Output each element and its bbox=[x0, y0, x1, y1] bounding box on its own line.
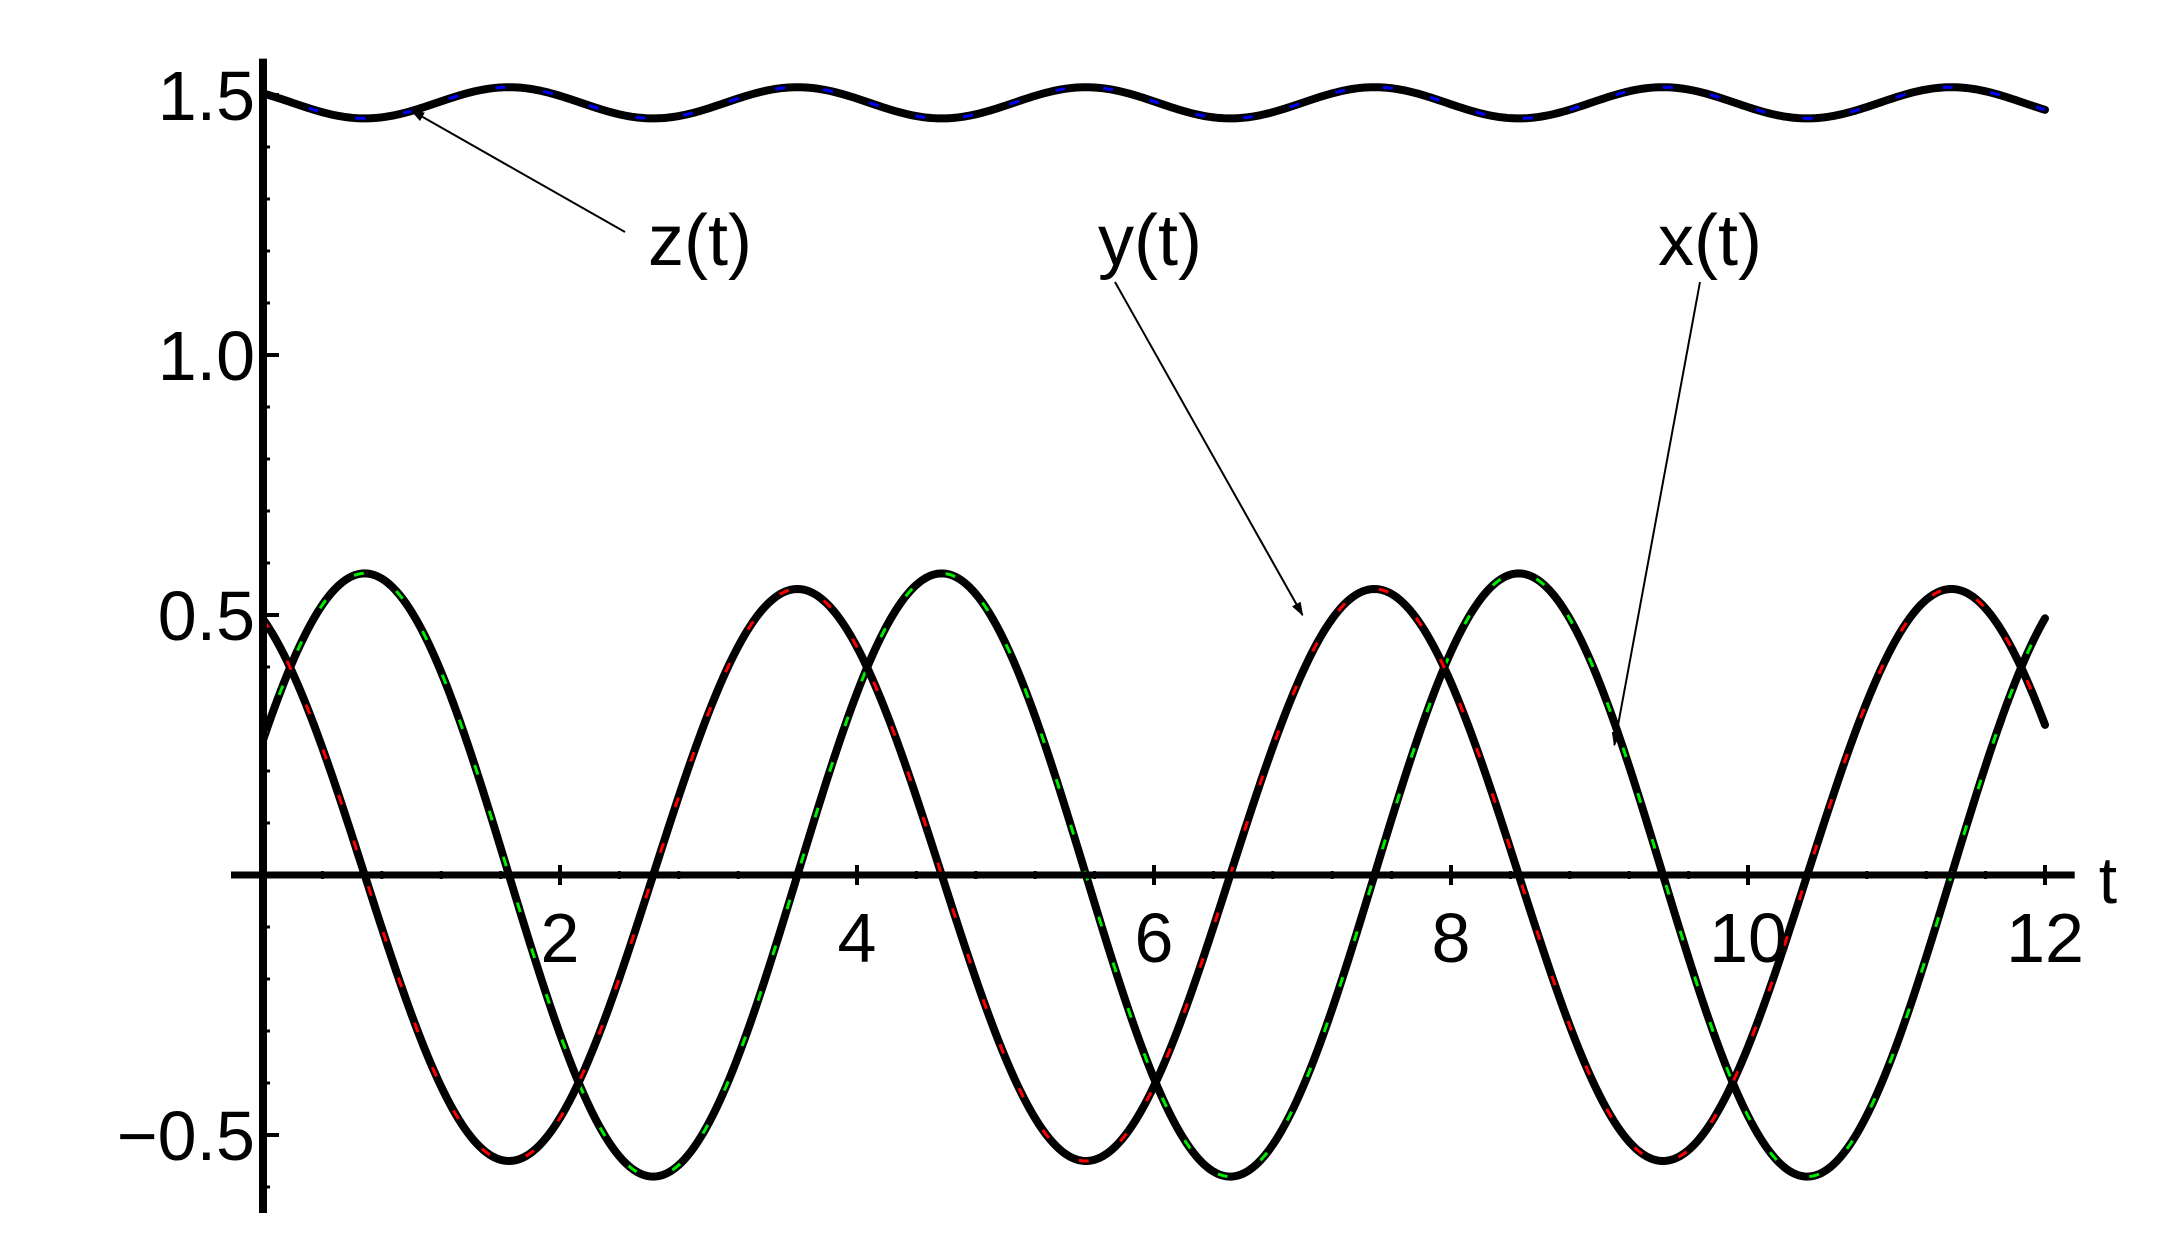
x-tick-label: 4 bbox=[838, 899, 877, 977]
annotation-label: x(t) bbox=[1658, 201, 1762, 281]
series-dash-xt bbox=[261, 571, 2047, 1179]
x-axis-title: t bbox=[2099, 843, 2117, 917]
y-tick-label: 1.5 bbox=[158, 57, 255, 135]
annotation-layer: z(t) y(t) x(t) bbox=[410, 109, 1762, 747]
x-tick-label: 8 bbox=[1432, 899, 1471, 977]
annotation-label: z(t) bbox=[648, 201, 752, 281]
tick-label-layer: 2 4 6 8 10 12t −0.5 0.5 1.0 1.5 bbox=[117, 57, 2117, 1175]
series-layer bbox=[259, 83, 2049, 1181]
y-tick-label: 0.5 bbox=[158, 577, 255, 655]
x-tick-label: 10 bbox=[1709, 899, 1787, 977]
x-tick-label: 2 bbox=[541, 899, 580, 977]
x-tick-label: 6 bbox=[1135, 899, 1174, 977]
annotation-arrow bbox=[1611, 281, 1701, 747]
annotation-label: y(t) bbox=[1098, 201, 1202, 281]
annotation-arrow bbox=[1114, 281, 1304, 617]
axes-layer bbox=[231, 58, 2075, 1213]
y-tick-label: −0.5 bbox=[117, 1097, 255, 1175]
series-dash-yt bbox=[261, 587, 2047, 1163]
series-dash-zt bbox=[262, 85, 2046, 120]
annotation-arrow bbox=[410, 109, 626, 233]
y-tick-label: 1.0 bbox=[158, 317, 255, 395]
x-tick-label: 12 bbox=[2006, 899, 2084, 977]
